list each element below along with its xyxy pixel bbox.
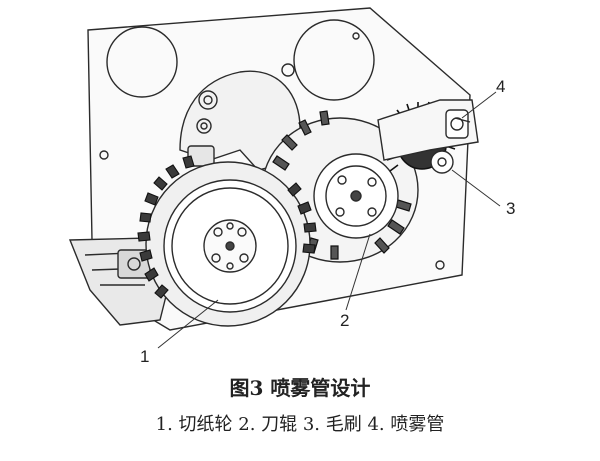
callout-label-1: 1 [140,347,149,366]
frame-bolt [99,150,109,160]
frame-bolt [352,32,360,40]
paper-cutting-wheel-blades [137,155,317,299]
frame-bolt [435,260,445,270]
frame-bolt [281,63,295,77]
callout-label-2: 2 [340,311,349,330]
callout-label-3: 3 [506,199,515,218]
leader-line-3 [451,169,501,207]
figure-legend: 1. 切纸轮 2. 刀辊 3. 毛刷 4. 喷雾管 [155,414,445,435]
spray-pipe [445,109,469,139]
bracket-bolt [200,122,208,130]
leader-line-1 [157,299,219,349]
brush-shaft [430,150,454,174]
frame-hole-left [106,26,178,98]
leader-line-2 [345,233,371,311]
leader-line-4 [461,91,497,119]
callout-label-4: 4 [496,77,505,96]
bracket-bolt [203,95,213,105]
bracket-bolt [196,118,212,134]
bracket-bolt [198,90,218,110]
mechanism-illustration: 1 2 3 4 [68,7,515,366]
frame-hole-right [293,19,375,101]
figure-title: 图3 喷雾管设计 [229,376,371,400]
